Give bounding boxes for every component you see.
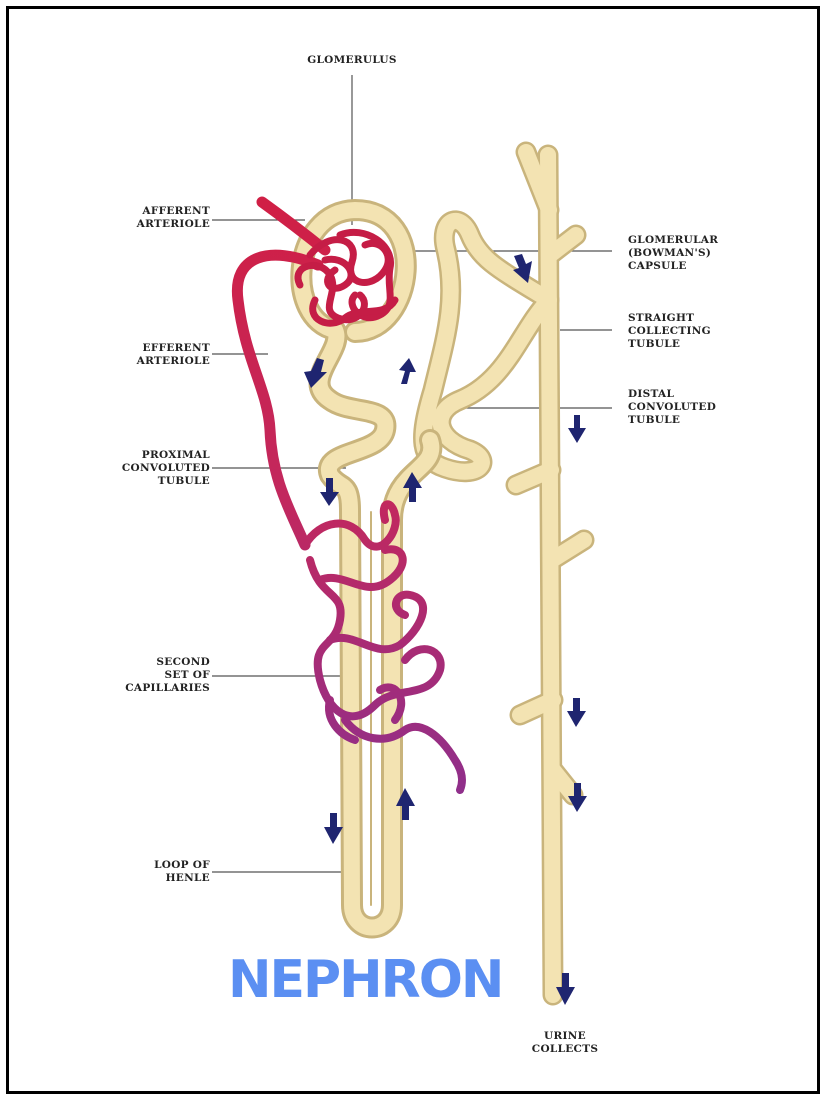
collecting-duct [424,152,584,995]
label-efferent-arteriole: EFFERENT ARTERIOLE [80,342,210,368]
label-urine-collects: URINE COLLECTS [510,1030,620,1056]
label-proximal-convoluted-tubule: PROXIMAL CONVOLUTED TUBULE [80,449,210,488]
arrow-down-icon [568,415,586,443]
label-bowmans-capsule: GLOMERULAR (BOWMAN'S) CAPSULE [628,234,788,273]
diagram-title: NEPHRON [228,950,492,1010]
arrow-down-icon [567,698,586,727]
label-second-capillaries: SECOND SET OF CAPILLARIES [80,656,210,695]
label-loop-of-henle: LOOP OF HENLE [80,859,210,885]
label-distal-convoluted-tubule: DISTAL CONVOLUTED TUBULE [628,388,788,427]
label-afferent-arteriole: AFFERENT ARTERIOLE [80,205,210,231]
arrow-up-icon [399,358,416,384]
arrow-down-icon [324,813,343,844]
label-straight-collecting-tubule: STRAIGHT COLLECTING TUBULE [628,312,788,351]
label-glomerulus: GLOMERULUS [302,54,402,67]
